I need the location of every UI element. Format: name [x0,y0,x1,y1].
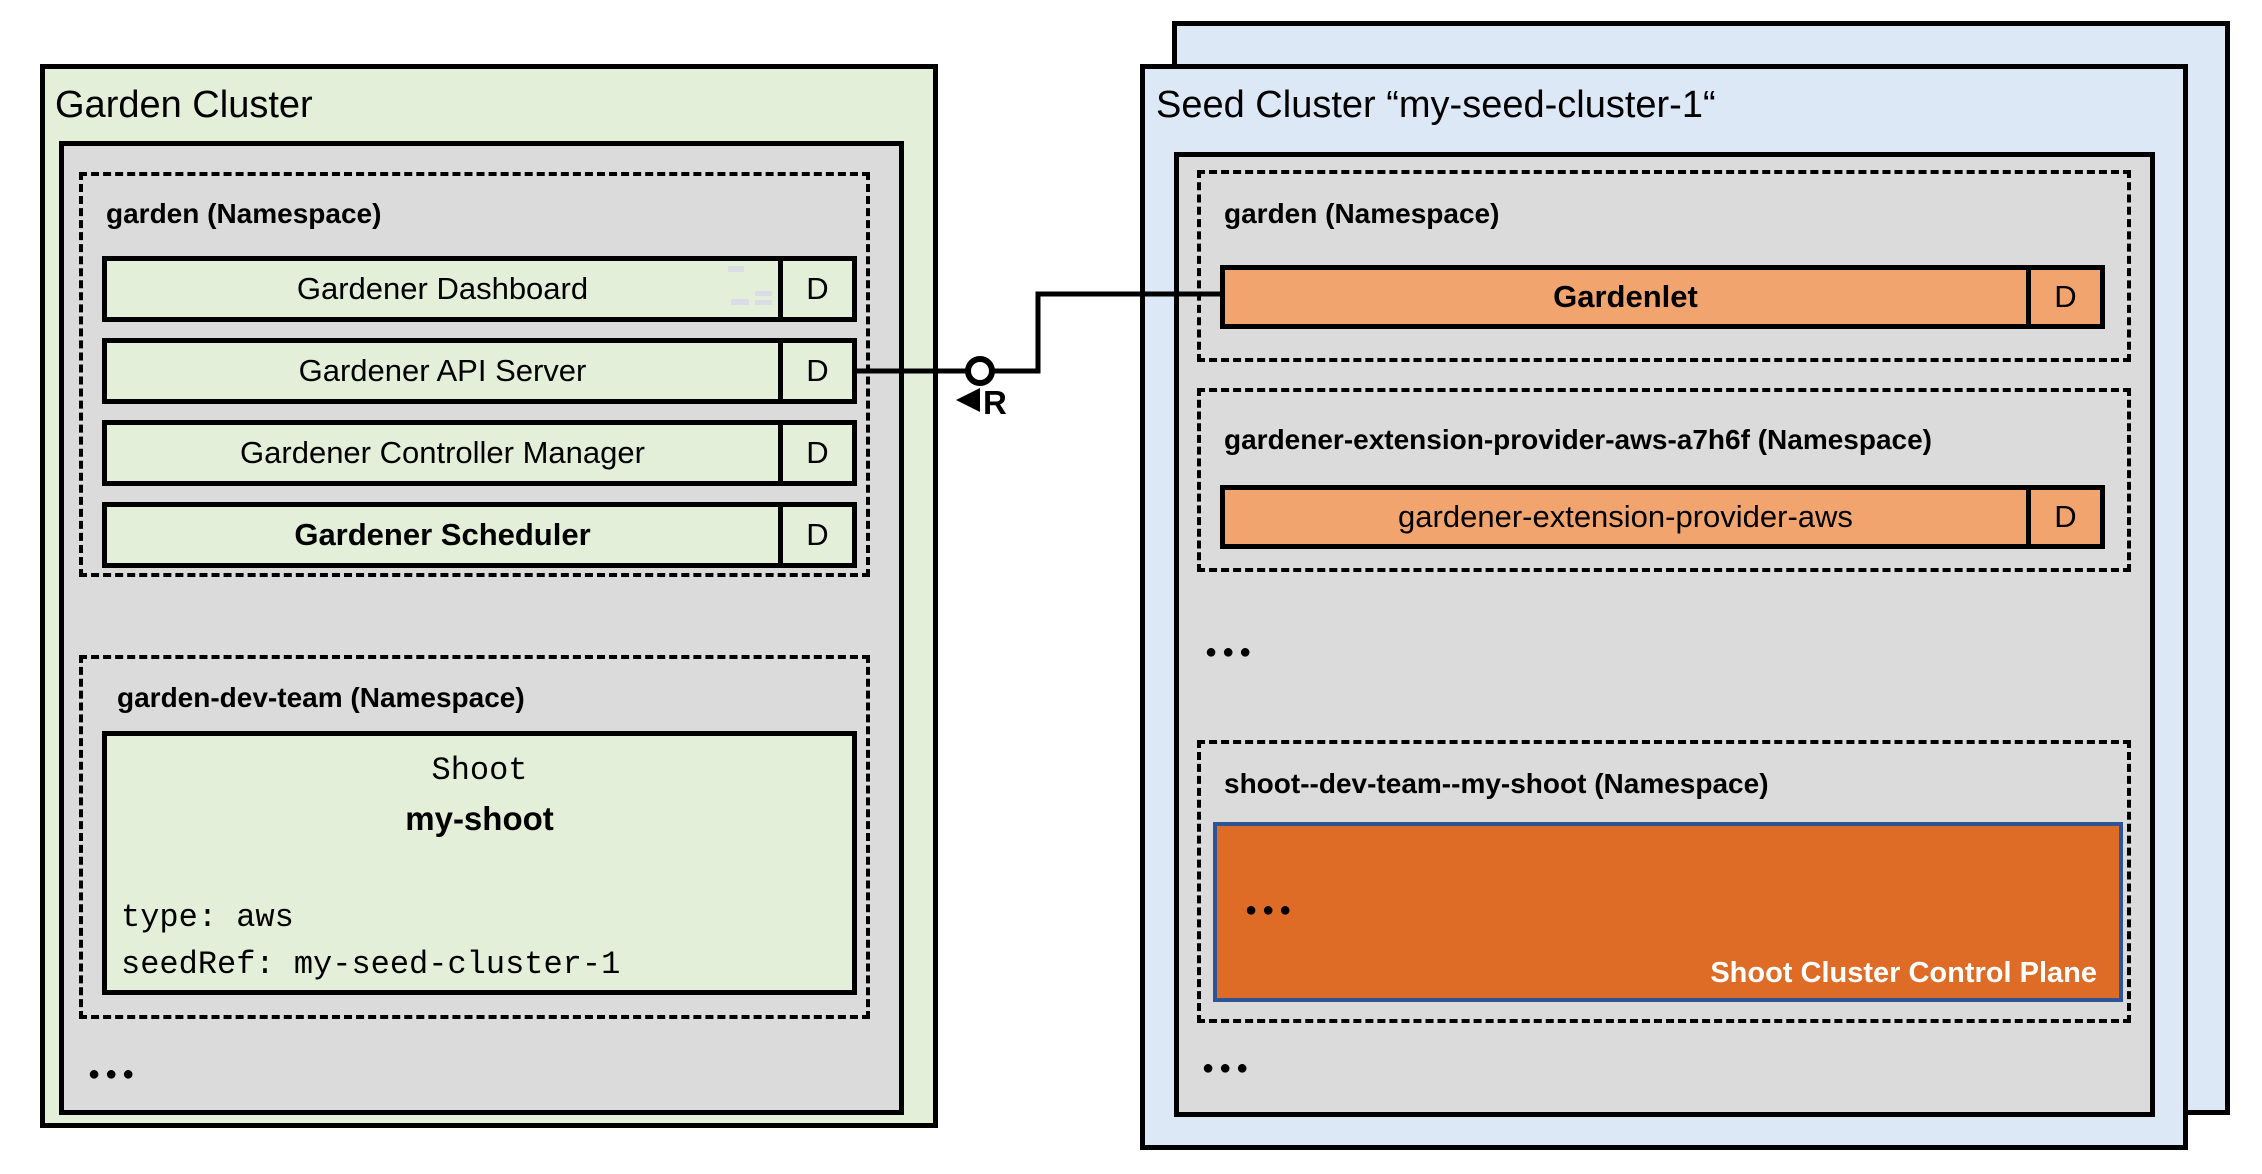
garden-cluster-title: Garden Cluster [55,84,313,126]
deployment-badge: D [778,261,852,317]
namespace-dev-team-label: garden-dev-team (Namespace) [117,682,525,713]
ellipsis-more-extensions: ●●● [1205,641,1257,663]
component-row-gardener-controller-manager: Gardener Controller Manager D [102,420,857,486]
namespace-dev-team-box [79,655,870,1019]
shoot-name: my-shoot [405,800,554,837]
namespace-garden-seed-box [1197,170,2131,362]
component-row-gardener-scheduler: Gardener Scheduler D [102,502,857,568]
namespace-shoot-label: shoot--dev-team--my-shoot (Namespace) [1224,768,1769,799]
component-row-gardener-api-server: Gardener API Server D [102,338,857,404]
deployment-badge: D [2026,270,2100,324]
artifact-mark [755,300,772,305]
namespace-shoot-box [1197,740,2131,1023]
component-row-label: Gardener Scheduler [294,517,591,552]
ellipsis-control-plane-components: ●●● [1245,899,1297,921]
connector-r-label: R [983,384,1007,421]
component-row-label: Gardener Dashboard [296,271,589,306]
ellipsis-more-namespaces: ●●● [88,1063,140,1085]
control-plane-box: ●●● Shoot Cluster Control Plane [1213,822,2123,1002]
namespace-garden-label: garden (Namespace) [106,198,382,229]
shoot-spec-line: seedRef: my-seed-cluster-1 [121,946,621,983]
shoot-kind: Shoot [431,752,528,789]
namespace-garden-box [79,172,870,577]
component-row-label: Gardener Controller Manager [240,435,645,470]
arrow-left-icon [956,388,980,412]
namespace-extension-label: gardener-extension-provider-aws-a7h6f (N… [1224,424,1932,455]
component-row-label: Gardenlet [1553,279,1698,314]
ellipsis-more-shoot-namespaces: ●●● [1202,1057,1254,1079]
deployment-badge: D [778,343,852,399]
deployment-badge: D [778,425,852,481]
component-row-label: gardener-extension-provider-aws [1398,499,1853,534]
component-row-gardener-dashboard: Gardener Dashboard D [102,256,857,322]
namespace-garden-seed-label: garden (Namespace) [1224,198,1500,229]
artifact-mark [728,266,744,272]
control-plane-label: Shoot Cluster Control Plane [1710,957,2097,989]
gardenlet-row: Gardenlet D [1220,265,2105,329]
deployment-badge: D [2026,490,2100,544]
extension-row: gardener-extension-provider-aws D [1220,485,2105,549]
shoot-spec-line: type: aws [121,899,294,936]
interface-lollipop-icon [965,356,995,386]
component-row-label: Gardener API Server [298,353,587,388]
namespace-extension-box [1197,388,2131,572]
shoot-card: Shoot my-shoot type: aws seedRef: my-see… [102,731,857,995]
artifact-mark [755,291,772,296]
artifact-mark [731,299,749,305]
deployment-badge: D [778,507,852,563]
seed-cluster-title: Seed Cluster “my-seed-cluster-1“ [1156,84,1716,126]
